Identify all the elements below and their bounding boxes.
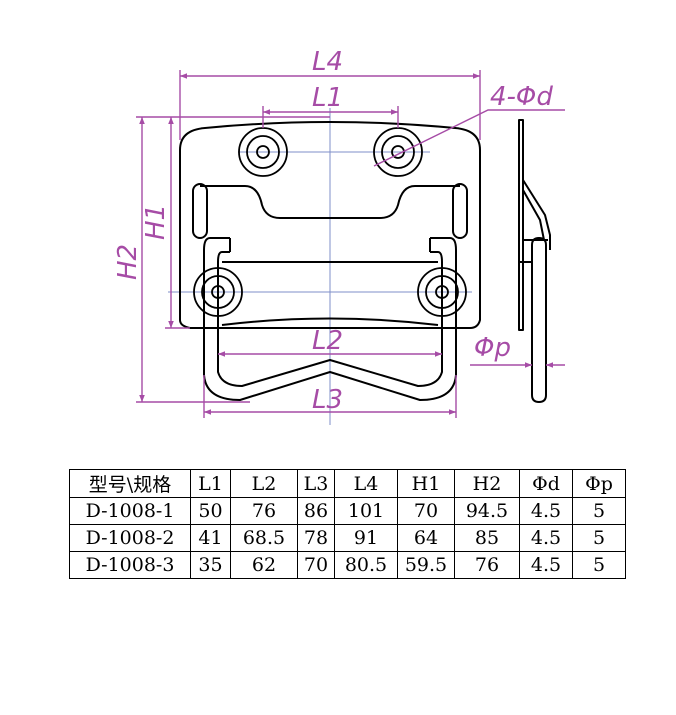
- header-l3: L3: [297, 469, 335, 498]
- dimension-lines: [136, 70, 565, 418]
- cell-phi-d: 4.5: [519, 497, 573, 525]
- cell-phi-p: 5: [572, 524, 626, 552]
- cell-phi-p: 5: [572, 497, 626, 525]
- spec-table: 型号\规格 L1 L2 L3 L4 H1 H2 Φd Φp D-1008-1 5…: [69, 469, 626, 579]
- cell-model: D-1008-2: [69, 524, 191, 552]
- header-h1: H1: [397, 469, 455, 498]
- cell-l3: 78: [297, 524, 335, 552]
- cell-h1: 59.5: [397, 551, 455, 579]
- cell-l4: 101: [334, 497, 398, 525]
- table-header-row: 型号\规格 L1 L2 L3 L4 H1 H2 Φd Φp: [69, 469, 626, 498]
- label-l2: L2: [312, 326, 343, 356]
- header-l1: L1: [190, 469, 231, 498]
- cell-l2: 76: [230, 497, 298, 525]
- header-h2: H2: [454, 469, 520, 498]
- cell-l3: 86: [297, 497, 335, 525]
- cell-h1: 64: [397, 524, 455, 552]
- cell-l2: 68.5: [230, 524, 298, 552]
- centerlines: [168, 108, 472, 425]
- table-row: D-1008-3 35 62 70 80.5 59.5 76 4.5 5: [69, 551, 626, 579]
- cell-phi-p: 5: [572, 551, 626, 579]
- header-phi-d: Φd: [519, 469, 573, 498]
- header-l4: L4: [334, 469, 398, 498]
- side-view: [518, 119, 551, 403]
- header-phi-p: Φp: [572, 469, 626, 498]
- cell-h1: 70: [397, 497, 455, 525]
- label-l4: L4: [312, 47, 343, 77]
- cell-phi-d: 4.5: [519, 524, 573, 552]
- cell-l2: 62: [230, 551, 298, 579]
- cell-h2: 85: [454, 524, 520, 552]
- handle-drawing: L4 L1 L2 L3 H1 H2 4-Φd Φp: [113, 47, 565, 425]
- label-h1: H1: [141, 204, 171, 240]
- cell-h2: 76: [454, 551, 520, 579]
- header-model: 型号\规格: [69, 469, 191, 498]
- cell-model: D-1008-1: [69, 497, 191, 525]
- cell-l1: 41: [190, 524, 231, 552]
- header-l2: L2: [230, 469, 298, 498]
- table-row: D-1008-1 50 76 86 101 70 94.5 4.5 5: [69, 497, 626, 525]
- cell-l3: 70: [297, 551, 335, 579]
- label-l3: L3: [312, 385, 343, 415]
- label-wire-diameter: Φp: [474, 333, 511, 363]
- cell-l4: 91: [334, 524, 398, 552]
- label-h2: H2: [113, 244, 143, 280]
- wire-handle: [203, 237, 457, 401]
- cell-l1: 50: [190, 497, 231, 525]
- label-l1: L1: [312, 83, 343, 113]
- cell-model: D-1008-3: [69, 551, 191, 579]
- cell-h2: 94.5: [454, 497, 520, 525]
- cell-l4: 80.5: [334, 551, 398, 579]
- cell-l1: 35: [190, 551, 231, 579]
- table-row: D-1008-2 41 68.5 78 91 64 85 4.5 5: [69, 524, 626, 552]
- label-hole-diameter: 4-Φd: [490, 82, 553, 112]
- cell-phi-d: 4.5: [519, 551, 573, 579]
